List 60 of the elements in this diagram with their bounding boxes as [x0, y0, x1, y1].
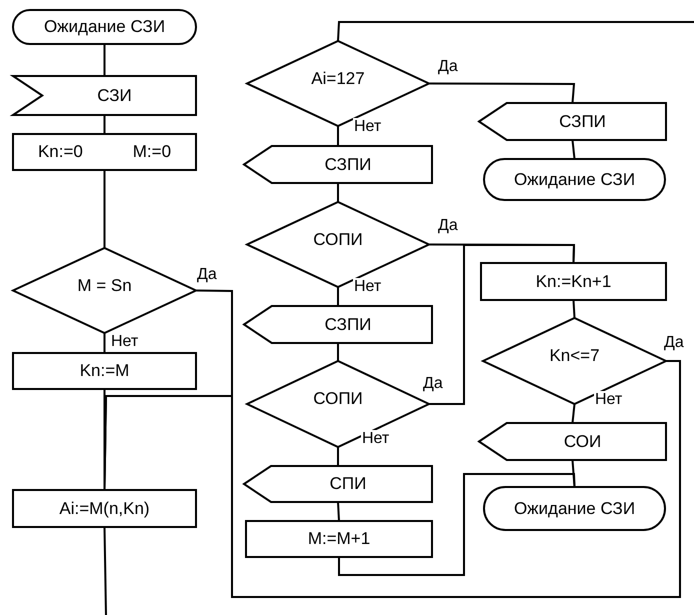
decision-diamond	[13, 248, 196, 333]
flow-line	[104, 44, 106, 76]
edge-label: Да	[422, 375, 444, 392]
edge-label: Да	[437, 217, 459, 234]
flow-line	[337, 287, 339, 306]
flow-line	[337, 183, 339, 202]
node-text: M = Sn	[77, 276, 132, 296]
node-text: СПИ	[330, 474, 366, 494]
edge-label: Да	[663, 334, 685, 351]
node-text: Kn:=0	[38, 142, 83, 162]
decision-diamond	[483, 318, 666, 404]
flow-line	[337, 126, 339, 146]
signal-output-shape	[479, 103, 666, 140]
signal-output-shape	[479, 423, 666, 460]
signal-output-shape	[244, 306, 432, 343]
process-box	[13, 353, 196, 389]
node-text: СЗПИ	[324, 154, 372, 174]
node-text: Kn:=Kn+1	[536, 272, 612, 292]
node-text: M:=0	[132, 142, 172, 162]
process-box	[13, 134, 196, 170]
process-box	[481, 263, 666, 300]
flow-line	[337, 502, 340, 522]
node-text: СОПИ	[313, 230, 363, 250]
node-text: Ожидание СЗИ	[514, 170, 636, 190]
flow-line	[572, 460, 576, 488]
flow-line	[337, 343, 339, 361]
process-box	[13, 490, 196, 527]
edge-label: Да	[437, 58, 459, 75]
node-text: Ai=127	[311, 68, 365, 88]
flow-line	[572, 300, 576, 318]
terminal-shape	[13, 10, 196, 44]
flow-line	[572, 404, 576, 424]
node-text: СЗПИ	[559, 112, 606, 132]
flow-line	[572, 140, 576, 160]
flow-line	[104, 115, 106, 134]
node-text: Ожидание СЗИ	[514, 498, 636, 518]
flow-line	[337, 21, 694, 42]
node-text: СОИ	[564, 432, 602, 452]
signal-output-shape	[244, 466, 432, 502]
node-text: Kn<=7	[549, 346, 600, 366]
flow-line	[104, 526, 107, 615]
node-text: M:=M+1	[308, 529, 370, 549]
flow-line	[104, 170, 106, 248]
terminal-shape	[484, 159, 665, 200]
edge-label: Да	[196, 266, 218, 283]
terminal-shape	[484, 487, 665, 530]
node-text: Ai:=M(n,Kn)	[59, 498, 150, 518]
flow-line	[337, 447, 339, 466]
flow-line	[338, 473, 576, 576]
node-text: СЗПИ	[324, 314, 372, 334]
node-text: Kn:=M	[80, 361, 130, 381]
flow-line	[429, 82, 576, 104]
flow-line	[429, 244, 576, 405]
flow-line	[104, 360, 681, 598]
signal-output-shape	[244, 146, 432, 183]
node-text: Ожидание СЗИ	[44, 17, 166, 37]
flow-line	[104, 333, 106, 353]
node-text: СЗИ	[97, 86, 132, 106]
node-text: СОПИ	[313, 389, 363, 409]
process-box	[246, 521, 432, 557]
